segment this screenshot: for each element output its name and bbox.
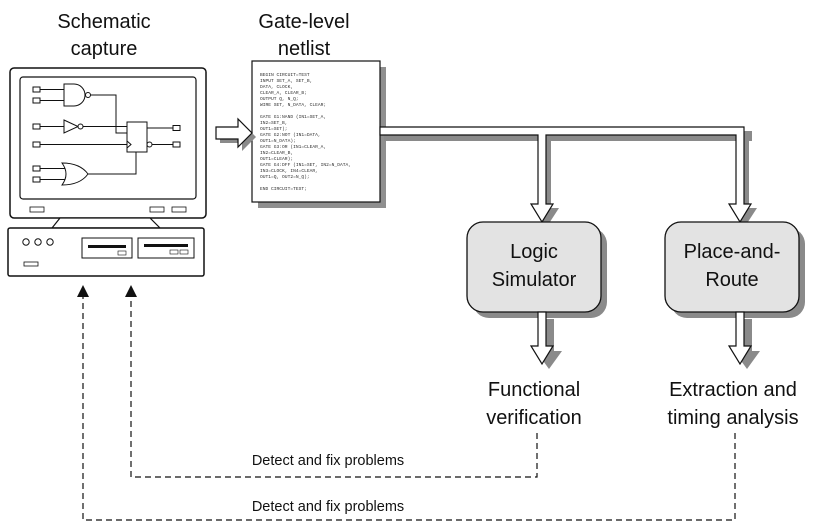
netlist-code-line: DATA, CLOCK, (260, 84, 293, 90)
feedback-loop-functional (125, 285, 538, 478)
netlist-code-line: WIRE SET, N_DATA, CLEAR; (260, 102, 326, 108)
netlist-code-line: OUT1=Q, OUT2=N_Q); (260, 174, 310, 180)
netlist-label-line2: netlist (278, 38, 331, 60)
place-and-route-label-line1: Place-and- (684, 241, 781, 263)
timing-analysis-label-line2: timing analysis (667, 407, 798, 429)
capture-to-netlist-arrow (215, 117, 256, 151)
place-and-route-box: Place-and- Route (664, 221, 805, 318)
feedback-loop-timing (77, 285, 736, 521)
logic-simulator-label-line2: Simulator (492, 269, 577, 291)
netlist-code-line: GATE G1:NAND (IN1=SET_A, (260, 114, 326, 120)
netlist-code-line: BEGIN CIRCUIT=TEST (260, 72, 310, 78)
netlist-code-line: GATE G3:OR (IN1=CLEAR_A, (260, 144, 326, 150)
timing-analysis-label-line1: Extraction and (669, 379, 797, 401)
netlist-code-line: OUT1=N_DATA); (260, 138, 296, 144)
simulator-output-arrow (529, 311, 562, 369)
feedback-label-upper: Detect and fix problems (252, 453, 404, 469)
place-and-route-label-line2: Route (705, 269, 758, 291)
netlist-code-line: INPUT SET_A, SET_B, (260, 78, 312, 84)
netlist-code-line: OUT1=SET); (260, 126, 288, 132)
netlist-code-line: OUT1=CLEAR); (260, 156, 293, 162)
netlist-code-line: IN2=SET_B, (260, 120, 288, 126)
netlist-code-line: CLEAR_A, CLEAR_B; (260, 90, 307, 96)
netlist-code-line: END CIRCUIT=TEST; (260, 186, 307, 192)
schematic-drawing (32, 83, 181, 186)
logic-simulator-box: Logic Simulator (466, 221, 607, 318)
netlist-distribution-pipes (379, 126, 757, 228)
functional-verification-label-line1: Functional (488, 379, 580, 401)
netlist-code-line: GATE G4:DFF (IN1=SET, IN2=N_DATA, (260, 162, 351, 168)
netlist-code-line: GATE G2:NOT (IN1=DATA, (260, 132, 321, 138)
schematic-capture-label-line1: Schematic (57, 11, 150, 33)
netlist-code-line: IN3=CLOCK, IN4=CLEAR, (260, 168, 318, 174)
functional-verification-label-line2: verification (486, 407, 582, 429)
feedback-label-lower: Detect and fix problems (252, 499, 404, 515)
netlist-code-line: OUTPUT Q, N_Q; (260, 96, 299, 102)
logic-simulator-label-line1: Logic (510, 241, 558, 263)
netlist-label-line1: Gate-level (258, 11, 349, 33)
netlist-document: BEGIN CIRCUIT=TEST INPUT SET_A, SET_B, D… (251, 60, 386, 208)
place-and-route-output-arrow (727, 311, 760, 369)
schematic-capture-label-line2: capture (71, 38, 138, 60)
computer-workstation-icon (7, 67, 207, 277)
netlist-code-line: IN2=CLEAR_B, (260, 150, 293, 156)
